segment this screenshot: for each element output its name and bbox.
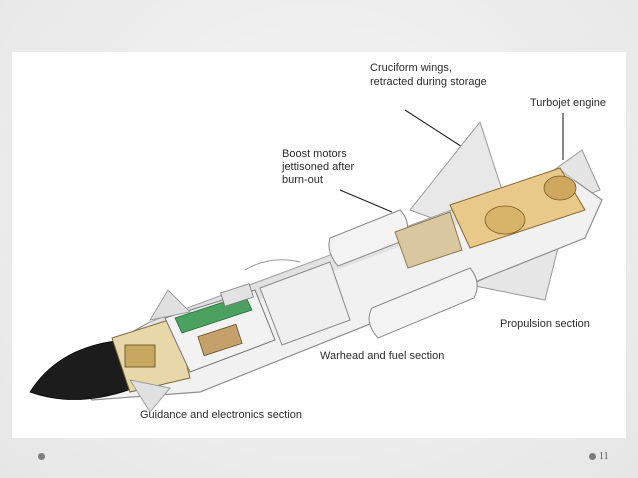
forward-fin-top <box>149 289 191 321</box>
page-number: 11 <box>599 451 609 462</box>
warhead-section <box>259 261 351 346</box>
warhead-label: Warhead and fuel section <box>320 350 445 362</box>
guidance-label: Guidance and electronics section <box>140 409 303 421</box>
nav-dot-left <box>38 453 45 460</box>
boost-label-line3: burn-out <box>282 174 323 186</box>
electronics-module <box>197 323 243 357</box>
inlet-scoop <box>244 259 301 271</box>
guidance-unit <box>124 344 156 368</box>
turbojet-label: Turbojet engine <box>530 97 607 109</box>
wings-label-line1: Cruciform wings, <box>370 62 452 74</box>
propulsion-label: Propulsion section <box>500 318 590 330</box>
engine-compressor <box>484 205 526 235</box>
boost-label-line2: jettisoned after <box>282 161 355 173</box>
boost-motor-lower <box>368 267 478 339</box>
battery-pack <box>220 283 254 307</box>
wings-label-line2: retracted during storage <box>370 76 487 88</box>
wings-callout-line <box>404 109 471 153</box>
circuit-board <box>174 294 253 334</box>
boost-label-line1: Boost motors <box>282 148 347 160</box>
boost-callout-line <box>339 189 393 213</box>
nav-dot-right <box>589 453 596 460</box>
forward-fin-bottom <box>129 379 171 413</box>
engine-exhaust <box>543 175 577 201</box>
fuel-tank <box>394 211 463 269</box>
